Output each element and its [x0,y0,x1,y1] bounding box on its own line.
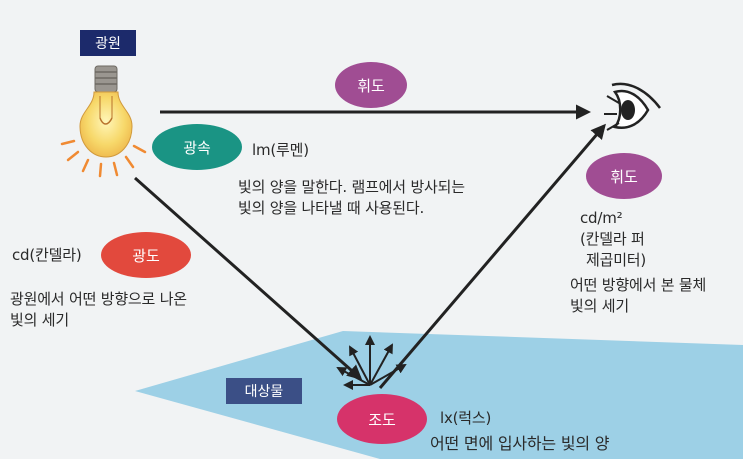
luminance-desc-line1: 어떤 방향에서 본 물체 [570,276,707,294]
luminous-intensity-desc-line1: 광원에서 어떤 방향으로 나온 [10,290,187,308]
luminous-flux-desc-line2: 빛의 양을 나타낼 때 사용된다. [238,199,425,217]
illuminance-pill: 조도 [337,394,427,444]
luminance-unit-line2: (칸델라 퍼 [580,230,645,248]
target-surface [135,331,743,459]
light-bulb-icon [60,65,147,178]
reflection-arrow [378,123,606,389]
luminous-intensity-desc-line2: 빛의 세기 [10,311,69,329]
luminous-flux-pill: 광속 [152,124,242,170]
reflection-burst [336,335,407,390]
intensity-arrow [134,176,363,380]
luminous-intensity-pill: 광도 [101,232,191,278]
target-object-tag: 대상물 [226,378,302,404]
luminous-flux-desc-line1: 빛의 양을 말한다. 램프에서 방사되는 [238,178,465,196]
luminance-right-pill: 휘도 [586,153,662,199]
luminance-desc-line2: 빛의 세기 [570,297,629,315]
illuminance-unit: lx(럭스) [440,409,492,427]
luminance-unit-line3: 제곱미터) [586,251,647,269]
luminous-intensity-unit: cd(칸델라) [12,246,82,264]
luminance-top-pill: 휘도 [335,62,407,108]
light-source-tag: 광원 [80,30,136,56]
eye-icon [604,82,661,131]
illuminance-desc: 어떤 면에 입사하는 빛의 양 [430,434,610,453]
luminance-unit-line1: cd/m² [580,209,623,227]
luminous-flux-unit: lm(루멘) [252,141,309,159]
